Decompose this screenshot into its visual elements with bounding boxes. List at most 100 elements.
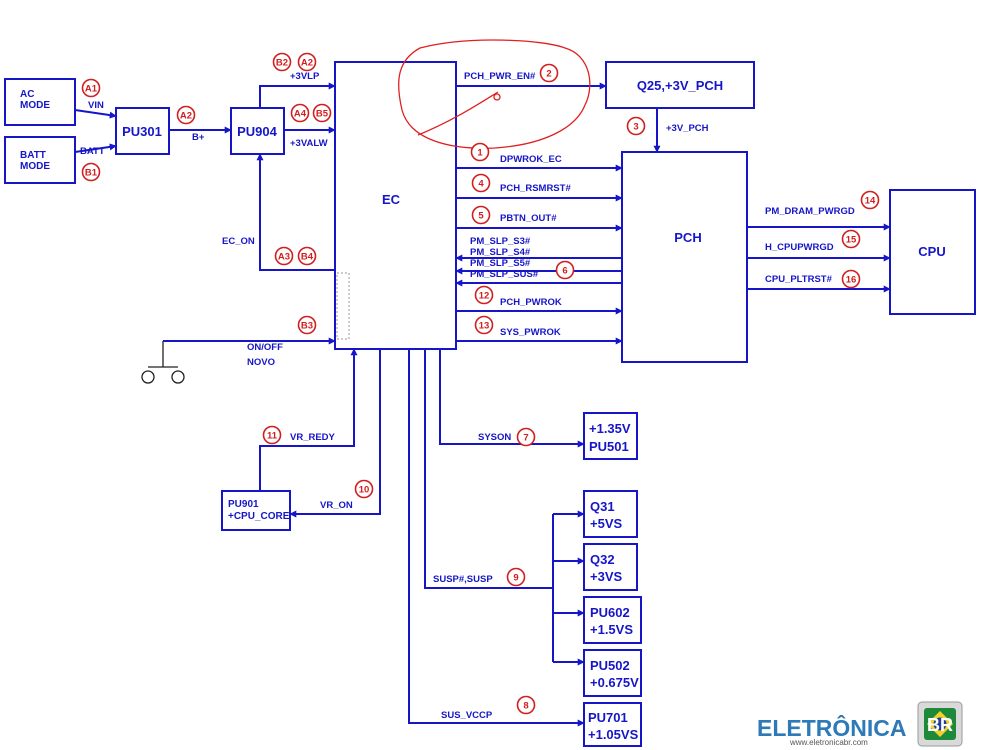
badge-15: 15	[841, 229, 861, 249]
badge-a1: A1	[81, 78, 101, 98]
novo-label: NOVO	[247, 357, 275, 368]
pm-slp-s5-label: PM_SLP_S5#	[470, 258, 531, 269]
pu501-label-2: PU501	[589, 439, 629, 454]
ec-label: EC	[382, 192, 401, 207]
pu901-label-1: PU901	[228, 499, 259, 510]
badge-3: 3	[626, 116, 646, 136]
pch-pwrok-label: PCH_PWROK	[500, 297, 562, 308]
p3valw-label: +3VALW	[290, 138, 328, 149]
b-plus-label: B+	[192, 132, 205, 143]
pu301-block: PU301	[115, 107, 170, 155]
pu901-block: PU901 +CPU_CORE	[221, 490, 291, 531]
svg-text:15: 15	[846, 235, 857, 246]
watermark-brand: ELETRÔNICA	[757, 714, 907, 741]
badge-14: 14	[860, 190, 880, 210]
q31-block: Q31 +5VS	[583, 490, 638, 538]
sus-vccp-label: SUS_VCCP	[441, 710, 493, 721]
badge-16: 16	[841, 269, 861, 289]
badge-b5: B5	[312, 103, 332, 123]
vr-on-wire	[289, 349, 381, 518]
batt-wire	[74, 143, 117, 153]
p3v-pch-label: +3V_PCH	[666, 123, 709, 134]
svg-text:B1: B1	[85, 168, 98, 179]
pm-slp-sus-label: PM_SLP_SUS#	[470, 269, 539, 280]
hand-drawn-annotation-loop	[398, 39, 591, 149]
badge-8: 8	[516, 695, 536, 715]
pu501-block: +1.35V PU501	[583, 412, 638, 460]
badge-4: 4	[471, 173, 491, 193]
ac-mode-block: AC MODE	[4, 78, 76, 126]
watermark-chip-logo: BR	[917, 701, 963, 747]
batt-label: BATT	[80, 146, 105, 157]
badge-a2-pu904: A2	[297, 52, 317, 72]
ac-mode-label-2: MODE	[20, 100, 50, 111]
annotation-dot	[493, 93, 501, 101]
batt-mode-block: BATT MODE	[4, 136, 76, 184]
badge-13: 13	[474, 315, 494, 335]
syson-wire	[439, 349, 585, 448]
badge-6: 6	[555, 260, 575, 280]
q25-label: Q25,+3V_PCH	[637, 78, 723, 93]
pbtn-out-label: PBTN_OUT#	[500, 213, 557, 224]
svg-text:A3: A3	[278, 252, 290, 263]
susp-label: SUSP#,SUSP	[433, 574, 493, 585]
pu901-label-2: +CPU_CORE	[228, 511, 290, 522]
watermark-suffix: BR	[927, 715, 953, 735]
svg-text:2: 2	[546, 69, 551, 80]
svg-text:7: 7	[523, 433, 528, 444]
svg-text:6: 6	[562, 266, 567, 277]
pu701-label-1: PU701	[588, 710, 628, 725]
susp-wire	[424, 349, 553, 589]
svg-text:3: 3	[633, 122, 638, 133]
q25-block: Q25,+3V_PCH	[605, 61, 755, 109]
svg-text:A2: A2	[180, 111, 192, 122]
eletronicabr-watermark: ELETRÔNICA BR www.eletronicabr.com	[757, 701, 963, 747]
batt-mode-label-1: BATT	[20, 150, 46, 161]
svg-text:10: 10	[359, 485, 370, 496]
vr-redy-label: VR_REDY	[290, 432, 336, 443]
q31-label-1: Q31	[590, 499, 615, 514]
syson-label: SYSON	[478, 432, 511, 443]
dpwrok-ec-label: DPWROK_EC	[500, 154, 562, 165]
badge-b1: B1	[81, 162, 101, 182]
svg-text:16: 16	[846, 275, 857, 286]
svg-text:5: 5	[478, 211, 484, 222]
pu904-block: PU904	[230, 107, 285, 155]
pu502-block: PU502 +0.675V	[583, 649, 642, 697]
svg-text:14: 14	[865, 196, 876, 207]
badge-b4: B4	[297, 246, 317, 266]
p3vlp-label: +3VLP	[290, 71, 320, 82]
badge-b3: B3	[297, 315, 317, 335]
batt-mode-label-2: MODE	[20, 161, 50, 172]
ec-on-wire	[256, 153, 335, 271]
svg-text:B3: B3	[301, 321, 313, 332]
pm-slp-s4-label: PM_SLP_S4#	[470, 247, 531, 258]
svg-text:8: 8	[523, 701, 528, 712]
p3vlp-wire	[259, 82, 336, 108]
vr-redy-wire	[259, 348, 358, 491]
svg-text:1: 1	[477, 148, 483, 159]
badge-10: 10	[354, 479, 374, 499]
pu602-label-2: +1.5VS	[590, 622, 633, 637]
badge-9: 9	[506, 567, 526, 587]
sys-pwrok-label: SYS_PWROK	[500, 327, 561, 338]
badge-1: 1	[470, 142, 490, 162]
svg-text:B4: B4	[301, 252, 314, 263]
svg-text:11: 11	[267, 431, 278, 442]
cpu-pltrst-label: CPU_PLTRST#	[765, 274, 833, 285]
badge-2: 2	[539, 63, 559, 83]
pm-dram-pwrgd-label: PM_DRAM_PWRGD	[765, 206, 855, 217]
vr-on-label: VR_ON	[320, 500, 353, 511]
q32-block: Q32 +3VS	[583, 543, 638, 591]
svg-text:A4: A4	[294, 109, 307, 120]
q31-label-2: +5VS	[590, 516, 622, 531]
pch-pwr-en-label: PCH_PWR_EN#	[464, 71, 536, 82]
on-off-label: ON/OFF	[247, 342, 283, 353]
vin-wire	[74, 109, 117, 119]
q32-label-1: Q32	[590, 552, 615, 567]
badge-a2-pu301: A2	[176, 105, 196, 125]
svg-text:A2: A2	[301, 58, 313, 69]
badge-a3: A3	[274, 246, 294, 266]
vin-label: VIN	[88, 100, 104, 111]
